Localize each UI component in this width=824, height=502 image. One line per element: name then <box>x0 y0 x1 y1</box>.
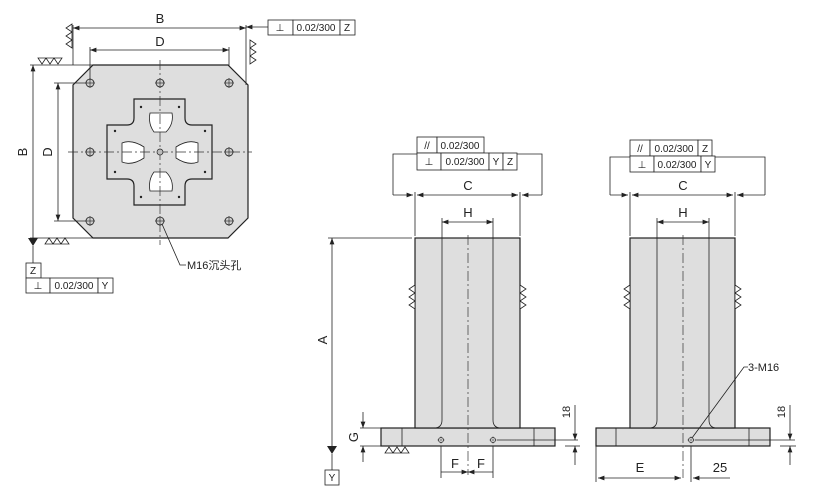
svg-text:⊥: ⊥ <box>425 157 434 168</box>
dim-C-front: C <box>463 178 472 193</box>
callout-m16-counterbore: M16沉头孔 <box>187 259 241 272</box>
dim-G: G <box>346 432 361 442</box>
svg-text:Z: Z <box>702 144 708 155</box>
mounting-holes <box>84 77 235 227</box>
surface-symbol <box>37 57 63 65</box>
svg-text:0.02/300: 0.02/300 <box>441 141 480 152</box>
svg-text:Y: Y <box>705 160 712 171</box>
svg-text:Y: Y <box>493 157 500 168</box>
dim-25: 25 <box>713 460 727 475</box>
front-view: // 0.02/300 ⊥ 0.02/300 Y Z C H A Y G F F <box>315 136 580 486</box>
dim-E: E <box>636 460 645 475</box>
dim-H-front: H <box>463 205 472 220</box>
side-view: // 0.02/300 Z ⊥ 0.02/300 Y C H 3-M16 E 2… <box>595 139 796 482</box>
svg-text:0.02/300: 0.02/300 <box>446 157 485 168</box>
svg-text:Y: Y <box>102 281 109 292</box>
dim-18-side: 18 <box>776 406 788 418</box>
datum-Y-box <box>324 469 340 486</box>
svg-text:Z: Z <box>507 157 513 168</box>
callout-3-m16: 3-M16 <box>748 362 779 374</box>
svg-text:0.02/300: 0.02/300 <box>297 23 336 34</box>
svg-text:⊥: ⊥ <box>276 23 285 34</box>
surface-symbol <box>623 284 631 310</box>
surface-symbol <box>249 39 257 65</box>
dim-F-left: F <box>451 456 459 471</box>
dim-F-right: F <box>477 456 485 471</box>
svg-text://: // <box>424 141 430 152</box>
dim-D-top: D <box>155 34 164 49</box>
surface-symbol <box>65 23 73 49</box>
tolerance-frame-side: // 0.02/300 Z ⊥ 0.02/300 Y <box>629 139 716 173</box>
svg-text:0.02/300: 0.02/300 <box>658 160 697 171</box>
svg-text:Z: Z <box>30 266 36 277</box>
top-view: B D B D ⊥ 0.02/300 Z Z ⊥ 0.02/300 <box>15 11 356 294</box>
dim-18-front: 18 <box>561 406 573 418</box>
surface-symbol <box>44 237 70 245</box>
svg-text:⊥: ⊥ <box>638 160 647 171</box>
svg-text://: // <box>637 144 643 155</box>
dim-B-left: B <box>15 148 30 157</box>
surface-symbol <box>519 284 527 310</box>
svg-text:⊥: ⊥ <box>34 281 43 292</box>
cutouts <box>121 112 199 192</box>
tolerance-frame-top: ⊥ 0.02/300 Z <box>267 19 356 36</box>
surface-symbol <box>734 284 742 310</box>
svg-text:Y: Y <box>329 473 336 484</box>
tolerance-frame-left: Z ⊥ 0.02/300 Y <box>25 262 114 294</box>
svg-text:Z: Z <box>344 23 350 34</box>
cross-pocket-screws <box>113 105 207 199</box>
dim-D-left: D <box>40 147 55 156</box>
dim-A: A <box>315 335 330 344</box>
dim-B-top: B <box>156 11 165 26</box>
svg-text:0.02/300: 0.02/300 <box>655 144 694 155</box>
dim-H-side: H <box>678 205 687 220</box>
datum-triangle <box>327 446 337 454</box>
surface-symbol <box>408 284 416 310</box>
svg-text:0.02/300: 0.02/300 <box>55 281 94 292</box>
dim-C-side: C <box>678 178 687 193</box>
datum-triangle <box>28 238 38 246</box>
tolerance-frame-front: // 0.02/300 ⊥ 0.02/300 Y Z <box>416 136 518 171</box>
